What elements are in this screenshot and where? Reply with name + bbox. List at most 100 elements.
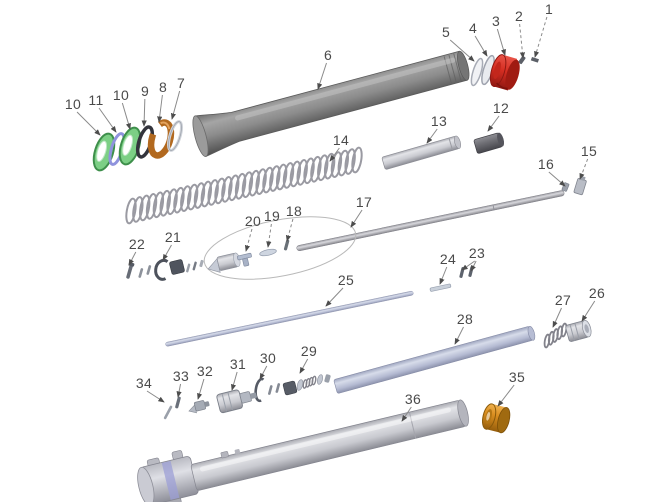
spring-coil — [214, 177, 226, 205]
part-number-17: 17 — [356, 194, 372, 210]
leader-line-6 — [317, 62, 327, 90]
leader-line-14 — [329, 147, 340, 162]
axle-clamp — [137, 450, 199, 502]
spring-coil — [221, 176, 233, 203]
pin-18 — [283, 239, 290, 251]
adjuster-nut-26 — [565, 320, 592, 342]
leader-line-16 — [548, 171, 566, 187]
part-number-13: 13 — [431, 113, 447, 129]
upper-fork-tube — [192, 50, 470, 158]
spring-coil — [351, 146, 363, 174]
part-number-6: 6 — [324, 47, 332, 63]
part-number-14: 14 — [333, 132, 349, 148]
leader-line-29 — [299, 358, 309, 374]
spring-coil — [125, 197, 137, 225]
spring-coil — [262, 166, 274, 194]
top-cap-group — [470, 54, 539, 91]
leader-line-3 — [496, 28, 506, 56]
spring-coil — [317, 154, 329, 182]
compression-assembly — [163, 389, 257, 420]
tee-fitting-20 — [237, 252, 252, 267]
leader-line-26 — [581, 300, 596, 322]
spring-coil — [255, 168, 267, 195]
leader-line-15 — [579, 158, 589, 180]
part-number-11: 11 — [88, 92, 103, 108]
leader-line-1 — [534, 16, 548, 58]
leader-line-17 — [350, 209, 363, 228]
part-number-3: 3 — [492, 13, 500, 29]
leader-line-36 — [401, 406, 412, 422]
flat-blade-24 — [429, 283, 452, 292]
pin-33 — [175, 396, 181, 409]
leader-line-18 — [285, 218, 294, 242]
leader-line-27 — [552, 307, 562, 328]
tiny-screw-1 — [530, 57, 539, 63]
part-number-15: 15 — [581, 143, 597, 159]
part-number-34: 34 — [136, 375, 152, 391]
part-number-4: 4 — [469, 20, 477, 36]
spring-coil — [193, 182, 206, 209]
small-part — [268, 385, 273, 395]
spring-coil — [310, 155, 322, 183]
part-number-7: 7 — [177, 75, 185, 91]
spring-coil — [337, 149, 349, 177]
part-number-27: 27 — [555, 292, 571, 308]
leader-line-9 — [141, 98, 147, 127]
washer — [317, 374, 323, 385]
leader-line-23 — [461, 260, 476, 271]
green-seal-ring — [118, 126, 142, 166]
small-parts-bottom — [254, 374, 331, 403]
spring-coil — [132, 196, 144, 223]
spring-coil — [173, 186, 185, 214]
detail-callout-ellipse — [203, 216, 357, 280]
spring-coil — [269, 165, 281, 192]
part-number-10: 10 — [113, 87, 129, 103]
leader-line-11 — [98, 107, 117, 133]
part-number-24: 24 — [440, 251, 456, 267]
leader-line-28 — [454, 326, 464, 345]
small-part — [186, 263, 191, 273]
spring-coil — [180, 185, 192, 212]
part-number-31: 31 — [230, 356, 246, 372]
leader-line-7 — [170, 90, 181, 120]
leader-line-13 — [426, 128, 438, 144]
leader-line-21 — [162, 244, 172, 261]
leader-line-19 — [266, 223, 272, 248]
part-number-9: 9 — [141, 83, 149, 99]
part-number-33: 33 — [173, 368, 189, 384]
damper-tube — [333, 326, 536, 394]
thin-washer-5 — [470, 57, 484, 87]
tube-highlight — [235, 57, 456, 121]
small-part — [275, 383, 281, 393]
lower-fork-tube — [190, 399, 469, 491]
leader-line-35 — [497, 384, 515, 407]
piston-31 — [216, 389, 257, 414]
nipple-fitting-32 — [188, 400, 210, 414]
part-number-19: 19 — [264, 208, 280, 224]
small-coil-spring-27 — [543, 322, 568, 349]
small-part — [192, 261, 197, 271]
leader-line-34 — [146, 390, 165, 403]
spring-coil — [166, 188, 178, 216]
spring-coil — [234, 172, 247, 200]
spring-coil — [228, 174, 240, 202]
part-number-21: 21 — [165, 229, 181, 245]
part-number-22: 22 — [129, 236, 145, 252]
small-parts-left — [126, 258, 204, 281]
part-number-18: 18 — [286, 203, 302, 219]
tube-right-cap — [457, 50, 470, 81]
piston-cone — [207, 252, 241, 273]
leader-line-33 — [176, 383, 182, 398]
clip-21 — [154, 258, 169, 281]
part-number-35: 35 — [509, 369, 525, 385]
part-number-23: 23 — [469, 245, 485, 261]
part-number-32: 32 — [197, 363, 213, 379]
leader-line-31 — [231, 371, 238, 391]
spring-coil — [152, 191, 165, 219]
spring-coil — [241, 171, 254, 199]
spring-coil — [344, 148, 356, 175]
spring-coil — [323, 152, 336, 180]
red-preload-cap — [489, 54, 520, 91]
leader-line-2 — [519, 23, 526, 59]
